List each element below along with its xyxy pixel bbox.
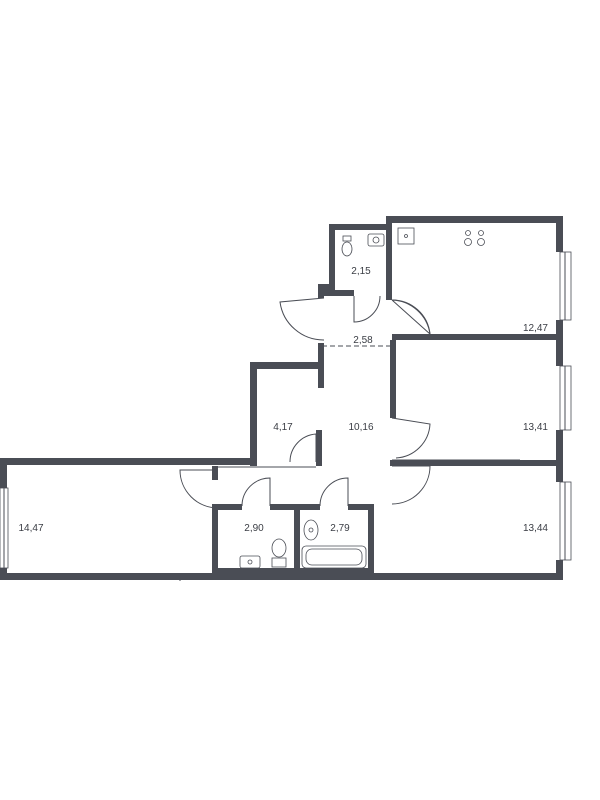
wall-segment xyxy=(386,218,392,300)
area-label-bedroom-right: 13,41 xyxy=(523,422,548,433)
door xyxy=(289,433,317,463)
area-label-bedroom-bottom-right: 13,44 xyxy=(523,523,548,534)
sink-icon xyxy=(239,555,261,569)
door xyxy=(391,417,431,459)
wall-segment xyxy=(0,458,7,488)
walls xyxy=(0,216,563,580)
wall-segment xyxy=(212,504,242,510)
door xyxy=(391,299,431,335)
fixtures xyxy=(239,227,485,569)
area-label-kitchen: 12,47 xyxy=(523,323,548,334)
door xyxy=(279,297,325,341)
stove-icon xyxy=(464,230,485,246)
toilet-icon xyxy=(341,235,353,257)
area-label-living-left: 14,47 xyxy=(18,523,43,534)
wall-segment xyxy=(250,362,322,369)
wall-segment xyxy=(212,568,372,580)
wall-segment xyxy=(386,216,562,223)
partitions xyxy=(179,345,520,581)
wall-segment xyxy=(348,504,372,510)
door xyxy=(319,477,349,507)
wall-segment xyxy=(368,504,374,580)
bathtub-icon xyxy=(301,545,367,569)
wall-segment xyxy=(318,290,354,296)
door xyxy=(179,469,219,509)
kitchen-sink-icon xyxy=(397,227,415,245)
wall-segment xyxy=(212,504,218,580)
area-label-bath-small: 2,15 xyxy=(351,266,371,277)
wall-segment xyxy=(329,224,335,290)
area-label-corridor: 10,16 xyxy=(348,422,373,433)
wall-segment xyxy=(556,560,563,578)
door xyxy=(353,295,381,323)
toilet-icon xyxy=(271,538,287,568)
wall-segment xyxy=(318,284,335,290)
wall-segment xyxy=(0,573,216,580)
wall-segment xyxy=(270,504,300,510)
wall-segment xyxy=(212,466,218,480)
wall-segment xyxy=(556,320,563,366)
door xyxy=(241,477,271,507)
area-labels: 2,15 12,47 2,58 4,17 10,16 13,41 14,47 2… xyxy=(18,266,548,534)
wall-segment xyxy=(370,573,563,580)
area-label-wc: 2,90 xyxy=(244,523,264,534)
wall-segment xyxy=(556,216,563,252)
doors xyxy=(179,295,431,509)
wall-segment xyxy=(392,334,562,340)
wall-segment xyxy=(0,458,257,465)
door xyxy=(391,465,431,505)
area-label-hall-upper: 2,58 xyxy=(353,335,373,346)
wall-segment xyxy=(300,504,320,510)
wall-segment xyxy=(390,340,396,418)
wall-segment xyxy=(250,362,257,466)
wall-segment xyxy=(329,224,392,230)
sink-icon xyxy=(303,519,319,541)
sink-icon xyxy=(367,233,385,247)
windows xyxy=(0,251,572,569)
wall-segment xyxy=(294,504,300,580)
area-label-storage: 4,17 xyxy=(273,422,293,433)
wall-segment xyxy=(392,460,562,466)
area-label-bathroom: 2,79 xyxy=(330,523,350,534)
wall-segment xyxy=(556,430,563,482)
wall-segment xyxy=(316,430,322,466)
